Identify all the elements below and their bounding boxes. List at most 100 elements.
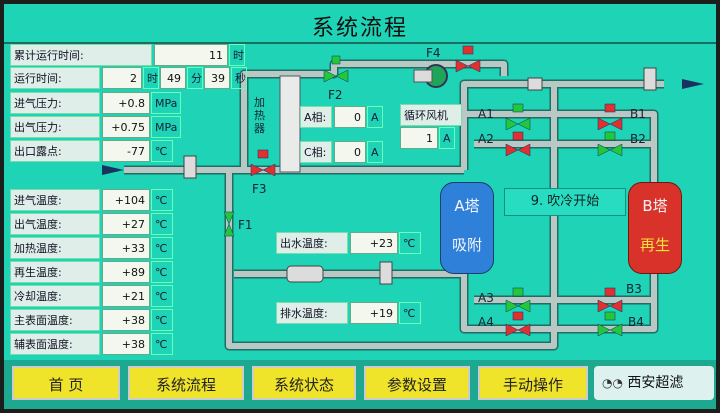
dew-point-value: -77 bbox=[102, 140, 150, 162]
wechat-icon: ◔◔ bbox=[602, 376, 623, 390]
temp-value: +21 bbox=[102, 285, 150, 307]
temp-label: 辅表面温度: bbox=[10, 333, 100, 355]
phase-a-label: A相: bbox=[300, 106, 332, 128]
temp-unit: ℃ bbox=[151, 261, 173, 283]
run-time-label: 运行时间: bbox=[10, 67, 100, 89]
nav-system-status-button[interactable]: 系统状态 bbox=[252, 366, 356, 400]
tower-b-state: 再生 bbox=[639, 236, 670, 254]
run-time-hours: 2 bbox=[102, 67, 142, 89]
tower-a: A塔 吸附 bbox=[440, 182, 494, 274]
valve-a1-label: A1 bbox=[478, 107, 494, 121]
tower-b: B塔 再生 bbox=[628, 182, 682, 274]
watermark-text: 西安超滤 bbox=[627, 375, 684, 391]
temp-label: 加热温度: bbox=[10, 237, 100, 259]
valve-f4-icon[interactable] bbox=[455, 59, 481, 73]
run-time-minutes-unit: 分 bbox=[187, 67, 203, 89]
filter-icon bbox=[183, 155, 197, 179]
temp-label: 出气温度: bbox=[10, 213, 100, 235]
temp-value: +38 bbox=[102, 309, 150, 331]
valve-a4-label: A4 bbox=[478, 315, 494, 329]
temp-unit: ℃ bbox=[151, 285, 173, 307]
nav-parameter-settings-button[interactable]: 参数设置 bbox=[364, 366, 470, 400]
valve-b3-label: B3 bbox=[626, 282, 642, 296]
phase-c-value: 0 bbox=[334, 141, 366, 163]
title-divider bbox=[4, 42, 716, 44]
valve-a2-icon[interactable] bbox=[505, 143, 531, 157]
water-drain-unit: ℃ bbox=[399, 302, 421, 324]
valve-b4-label: B4 bbox=[628, 315, 644, 329]
temp-value: +89 bbox=[102, 261, 150, 283]
inlet-pressure-unit: MPa bbox=[151, 92, 181, 114]
fan-current-value: 1 bbox=[400, 127, 438, 149]
run-time-minutes: 49 bbox=[160, 67, 186, 89]
inlet-pressure-label: 进气压力: bbox=[10, 92, 100, 114]
run-time-hours-unit: 时 bbox=[143, 67, 159, 89]
tower-a-name: A塔 bbox=[454, 197, 480, 215]
heater-coil-icon bbox=[279, 75, 301, 173]
heater-label: 加热器 bbox=[254, 96, 265, 135]
valve-b1-label: B1 bbox=[630, 107, 646, 121]
fan-label: 循环风机 bbox=[400, 104, 462, 126]
phase-c-unit: A bbox=[367, 141, 383, 163]
fan-current-unit: A bbox=[439, 127, 455, 149]
run-total-unit: 时 bbox=[229, 44, 245, 66]
valve-f3-icon[interactable] bbox=[250, 163, 276, 177]
water-out-value: +23 bbox=[350, 232, 398, 254]
valve-f1-icon[interactable] bbox=[223, 211, 235, 237]
outlet-pressure-unit: MPa bbox=[151, 116, 181, 138]
valve-a4-icon[interactable] bbox=[505, 323, 531, 337]
temp-value: +27 bbox=[102, 213, 150, 235]
dew-point-label: 出口露点: bbox=[10, 140, 100, 162]
temp-value: +104 bbox=[102, 189, 150, 211]
watermark: ◔◔ 西安超滤 bbox=[594, 366, 714, 400]
bottom-nav: 首 页 系统流程 系统状态 参数设置 手动操作 bbox=[4, 360, 716, 409]
valve-f1-label: F1 bbox=[238, 218, 253, 232]
nav-home-button[interactable]: 首 页 bbox=[12, 366, 120, 400]
valve-b4-icon[interactable] bbox=[597, 323, 623, 337]
run-time-seconds: 39 bbox=[204, 67, 230, 89]
water-out-label: 出水温度: bbox=[276, 232, 348, 254]
inlet-pressure-value: +0.8 bbox=[102, 92, 150, 114]
valve-b2-label: B2 bbox=[630, 132, 646, 146]
tower-b-name: B塔 bbox=[642, 197, 668, 215]
temp-label: 进气温度: bbox=[10, 189, 100, 211]
water-drain-value: +19 bbox=[350, 302, 398, 324]
temp-unit: ℃ bbox=[151, 333, 173, 355]
nav-manual-operation-button[interactable]: 手动操作 bbox=[478, 366, 588, 400]
drain-filter-icon bbox=[379, 261, 393, 285]
nav-system-flow-button[interactable]: 系统流程 bbox=[128, 366, 244, 400]
phase-a-unit: A bbox=[367, 106, 383, 128]
tower-a-state: 吸附 bbox=[451, 236, 482, 254]
valve-b2-icon[interactable] bbox=[597, 143, 623, 157]
temp-value: +38 bbox=[102, 333, 150, 355]
hmi-screen: 系统流程 bbox=[4, 4, 716, 409]
run-total-label: 累计运行时间: bbox=[10, 44, 152, 66]
valve-b1-icon[interactable] bbox=[597, 117, 623, 131]
temp-unit: ℃ bbox=[151, 213, 173, 235]
water-drain-label: 排水温度: bbox=[276, 302, 348, 324]
run-time-seconds-unit: 秒 bbox=[231, 67, 247, 89]
temp-unit: ℃ bbox=[151, 309, 173, 331]
valve-f2-icon[interactable] bbox=[323, 69, 349, 83]
valve-a1-icon[interactable] bbox=[505, 117, 531, 131]
inlet-arrow-icon bbox=[102, 165, 124, 175]
temp-unit: ℃ bbox=[151, 189, 173, 211]
process-status: 9. 吹冷开始 bbox=[504, 188, 626, 216]
temp-label: 冷却温度: bbox=[10, 285, 100, 307]
phase-a-value: 0 bbox=[334, 106, 366, 128]
valve-a3-icon[interactable] bbox=[505, 299, 531, 313]
outlet-arrow-icon bbox=[682, 79, 704, 89]
valve-f2-label: F2 bbox=[328, 88, 343, 102]
valve-a2-label: A2 bbox=[478, 132, 494, 146]
cooler-icon bbox=[286, 265, 324, 283]
temp-label: 主表面温度: bbox=[10, 309, 100, 331]
outlet-pressure-label: 出气压力: bbox=[10, 116, 100, 138]
temp-unit: ℃ bbox=[151, 237, 173, 259]
valve-b3-icon[interactable] bbox=[597, 299, 623, 313]
outlet-pressure-value: +0.75 bbox=[102, 116, 150, 138]
temp-label: 再生温度: bbox=[10, 261, 100, 283]
valve-a3-label: A3 bbox=[478, 291, 494, 305]
run-total-value: 11 bbox=[154, 44, 228, 66]
outlet-filter-icon bbox=[643, 67, 657, 91]
water-out-unit: ℃ bbox=[399, 232, 421, 254]
